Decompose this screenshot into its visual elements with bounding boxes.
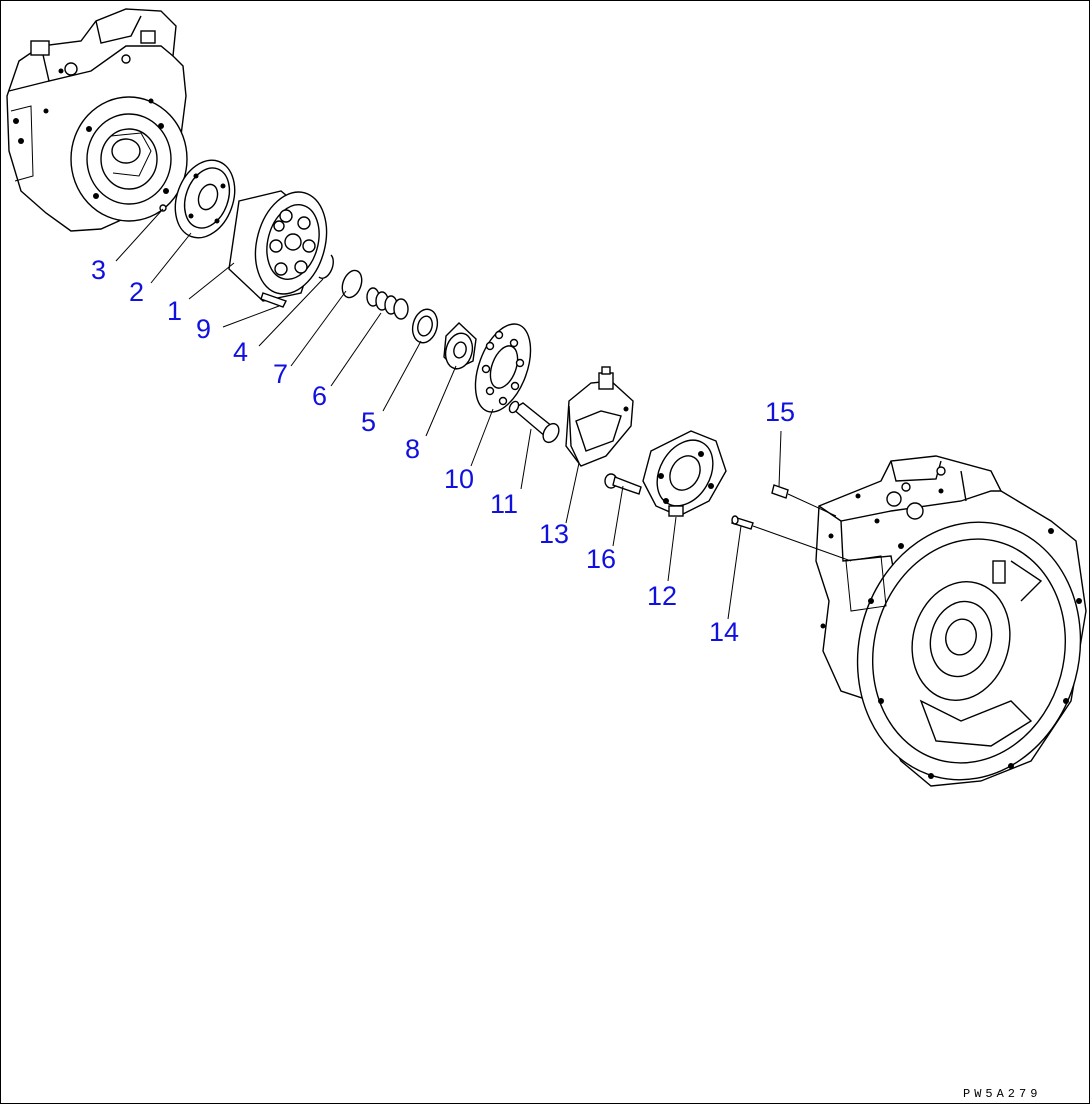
part-5-bearing xyxy=(411,308,439,344)
callout-16: 16 xyxy=(586,544,617,574)
callout-3: 3 xyxy=(91,255,107,285)
part-11-shaft xyxy=(508,400,560,444)
callout-1: 1 xyxy=(167,296,183,326)
drawing-code: PW5A279 xyxy=(963,1087,1042,1101)
callout-8: 8 xyxy=(405,434,421,464)
part-8-bush xyxy=(443,322,477,370)
part-12-cradle xyxy=(642,430,727,517)
callout-2: 2 xyxy=(129,277,145,307)
part-3-pin xyxy=(159,204,167,212)
callout-13: 13 xyxy=(539,519,570,549)
pump-body-right xyxy=(815,455,1087,787)
part-6-spring xyxy=(366,287,409,320)
callout-14: 14 xyxy=(709,617,740,647)
part-10-retainer-plate xyxy=(474,323,532,413)
part-16-plug xyxy=(604,473,642,495)
part-2-valve-plate xyxy=(174,159,236,239)
callout-9: 9 xyxy=(196,314,212,344)
pump-body-left xyxy=(6,8,188,232)
callout-5: 5 xyxy=(361,407,377,437)
part-15-dowel xyxy=(771,484,789,499)
callout-12: 12 xyxy=(647,581,678,611)
part-1-cylinder-block xyxy=(228,190,328,302)
part-13-swash-plate xyxy=(565,366,634,467)
callout-7: 7 xyxy=(273,359,289,389)
part-9-key xyxy=(260,292,287,308)
part-7-ring xyxy=(341,269,363,299)
callout-15: 15 xyxy=(765,397,796,427)
callout-6: 6 xyxy=(312,381,328,411)
callout-10: 10 xyxy=(444,464,475,494)
callout-11: 11 xyxy=(490,489,519,519)
callout-4: 4 xyxy=(233,337,249,367)
leader-lines xyxy=(115,208,852,620)
part-14-pin xyxy=(731,515,754,530)
part-4-snap-ring xyxy=(318,254,334,279)
